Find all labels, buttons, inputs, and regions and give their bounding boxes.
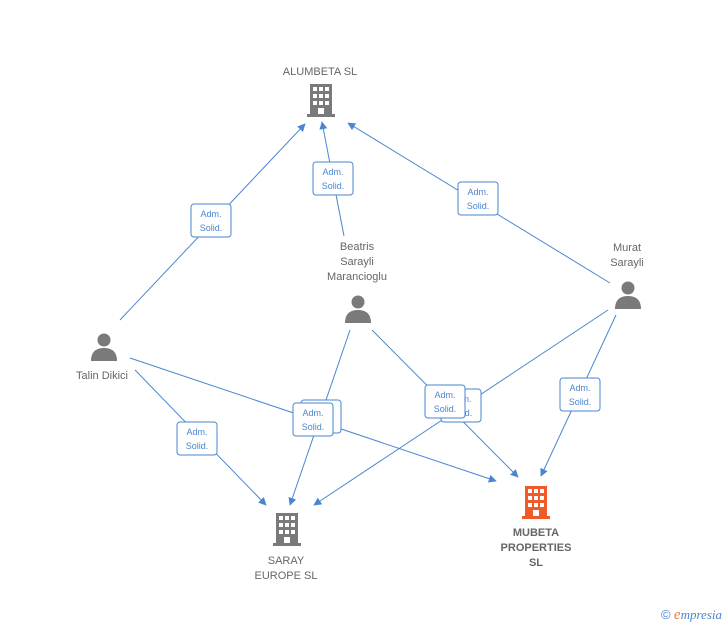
svg-text:Adm.: Adm. — [302, 408, 323, 418]
svg-text:Adm.: Adm. — [434, 390, 455, 400]
node-mubeta[interactable]: MUBETA PROPERTIES SL — [501, 486, 572, 569]
brand-logo: empresia — [673, 607, 722, 623]
svg-text:Solid.: Solid. — [569, 397, 592, 407]
svg-text:Adm.: Adm. — [569, 383, 590, 393]
node-label: Talin Dikici — [76, 370, 128, 382]
footer-brand: © empresia — [661, 607, 722, 624]
svg-text:Solid.: Solid. — [302, 422, 325, 432]
node-label: Marancioglu — [327, 271, 387, 283]
person-icon — [615, 281, 641, 309]
node-murat[interactable]: Murat Sarayli — [610, 242, 644, 309]
node-saray[interactable]: SARAY EUROPE SL — [255, 513, 318, 582]
copyright-icon: © — [660, 607, 671, 622]
node-label: ALUMBETA SL — [283, 66, 357, 78]
node-label: Sarayli — [340, 256, 374, 268]
node-alumbeta[interactable]: ALUMBETA SL — [283, 66, 357, 117]
building-icon — [307, 84, 335, 117]
node-label: Murat — [613, 242, 641, 254]
badge-beatris-alumbeta[interactable]: Adm. Solid. — [312, 161, 354, 196]
node-label: MUBETA — [513, 527, 559, 539]
badge-beatris-saray[interactable]: Adm. Solid. — [292, 402, 334, 437]
svg-text:Solid.: Solid. — [322, 181, 345, 191]
building-icon — [522, 486, 550, 519]
badge-murat-mubeta[interactable]: Adm. Solid. — [559, 377, 601, 412]
svg-text:Solid.: Solid. — [467, 201, 490, 211]
node-label: SL — [529, 557, 543, 569]
node-label: EUROPE SL — [255, 570, 318, 582]
badge-talin-alumbeta[interactable]: Adm. Solid. — [190, 203, 232, 238]
building-icon — [273, 513, 301, 546]
svg-text:Adm.: Adm. — [322, 167, 343, 177]
node-label: SARAY — [268, 555, 305, 567]
node-beatris[interactable]: Beatris Sarayli Marancioglu — [327, 241, 387, 323]
svg-text:Solid.: Solid. — [200, 223, 223, 233]
svg-text:Solid.: Solid. — [434, 404, 457, 414]
svg-text:Adm.: Adm. — [467, 187, 488, 197]
badges: Adm. Solid. Adm. Solid. Adm. Solid. Adm.… — [176, 161, 601, 456]
node-talin[interactable]: Talin Dikici — [76, 333, 128, 383]
badge-talin-saray[interactable]: Adm. Solid. — [176, 421, 218, 456]
node-label: Sarayli — [610, 257, 644, 269]
person-icon — [91, 333, 117, 361]
svg-text:Adm.: Adm. — [200, 209, 221, 219]
person-icon — [345, 295, 371, 323]
svg-text:Adm.: Adm. — [186, 427, 207, 437]
badge-murat-alumbeta[interactable]: Adm. Solid. — [457, 181, 499, 216]
badge-murat-saray[interactable]: Adm. Solid. — [424, 384, 466, 419]
svg-text:Solid.: Solid. — [186, 441, 209, 451]
node-label: Beatris — [340, 241, 375, 253]
node-label: PROPERTIES — [501, 542, 572, 554]
